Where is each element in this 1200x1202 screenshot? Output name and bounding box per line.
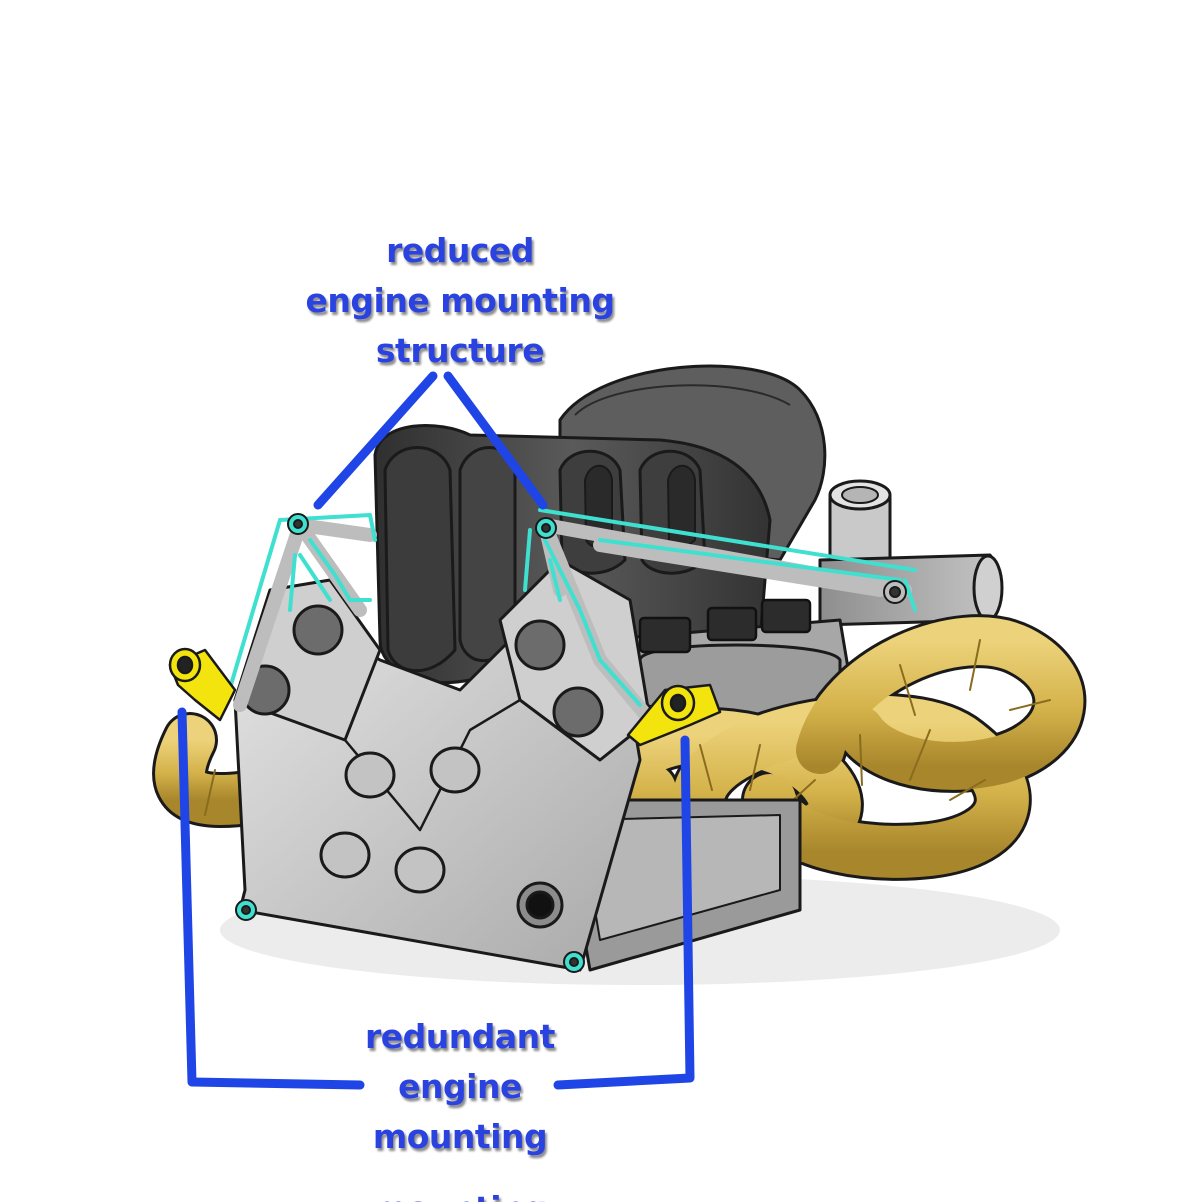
label-top-line-1: reduced bbox=[386, 231, 534, 270]
callout-line-bottom-left bbox=[177, 707, 365, 1090]
coil-packs bbox=[638, 598, 812, 654]
label-bottom-line-2: engine bbox=[398, 1067, 522, 1106]
label-top-line-3: structure bbox=[375, 331, 545, 370]
label-bottom-line-3: mounting bbox=[372, 1117, 548, 1156]
label-bottom-line-1: redundant bbox=[365, 1017, 555, 1056]
callout-line-top-right bbox=[443, 371, 548, 510]
callout-line-top-left bbox=[313, 371, 438, 510]
intake-plenum bbox=[373, 364, 827, 685]
callout-line-bottom-right bbox=[553, 735, 695, 1090]
mount-pads bbox=[168, 647, 722, 747]
label-reduced-engine-mounting-structure: reduced engine mounting structure bbox=[300, 226, 620, 376]
label-bottom-line-4-clipped: mounting bbox=[300, 1162, 620, 1202]
mounting-structure bbox=[223, 508, 917, 973]
engine-block bbox=[233, 558, 802, 972]
callout-lines bbox=[177, 371, 695, 1090]
label-redundant-engine-mounting: redundant engine mounting mounting bbox=[300, 1012, 620, 1202]
label-bottom-line-4: mounting bbox=[300, 1184, 620, 1202]
label-top-line-2: engine mounting bbox=[305, 281, 615, 320]
